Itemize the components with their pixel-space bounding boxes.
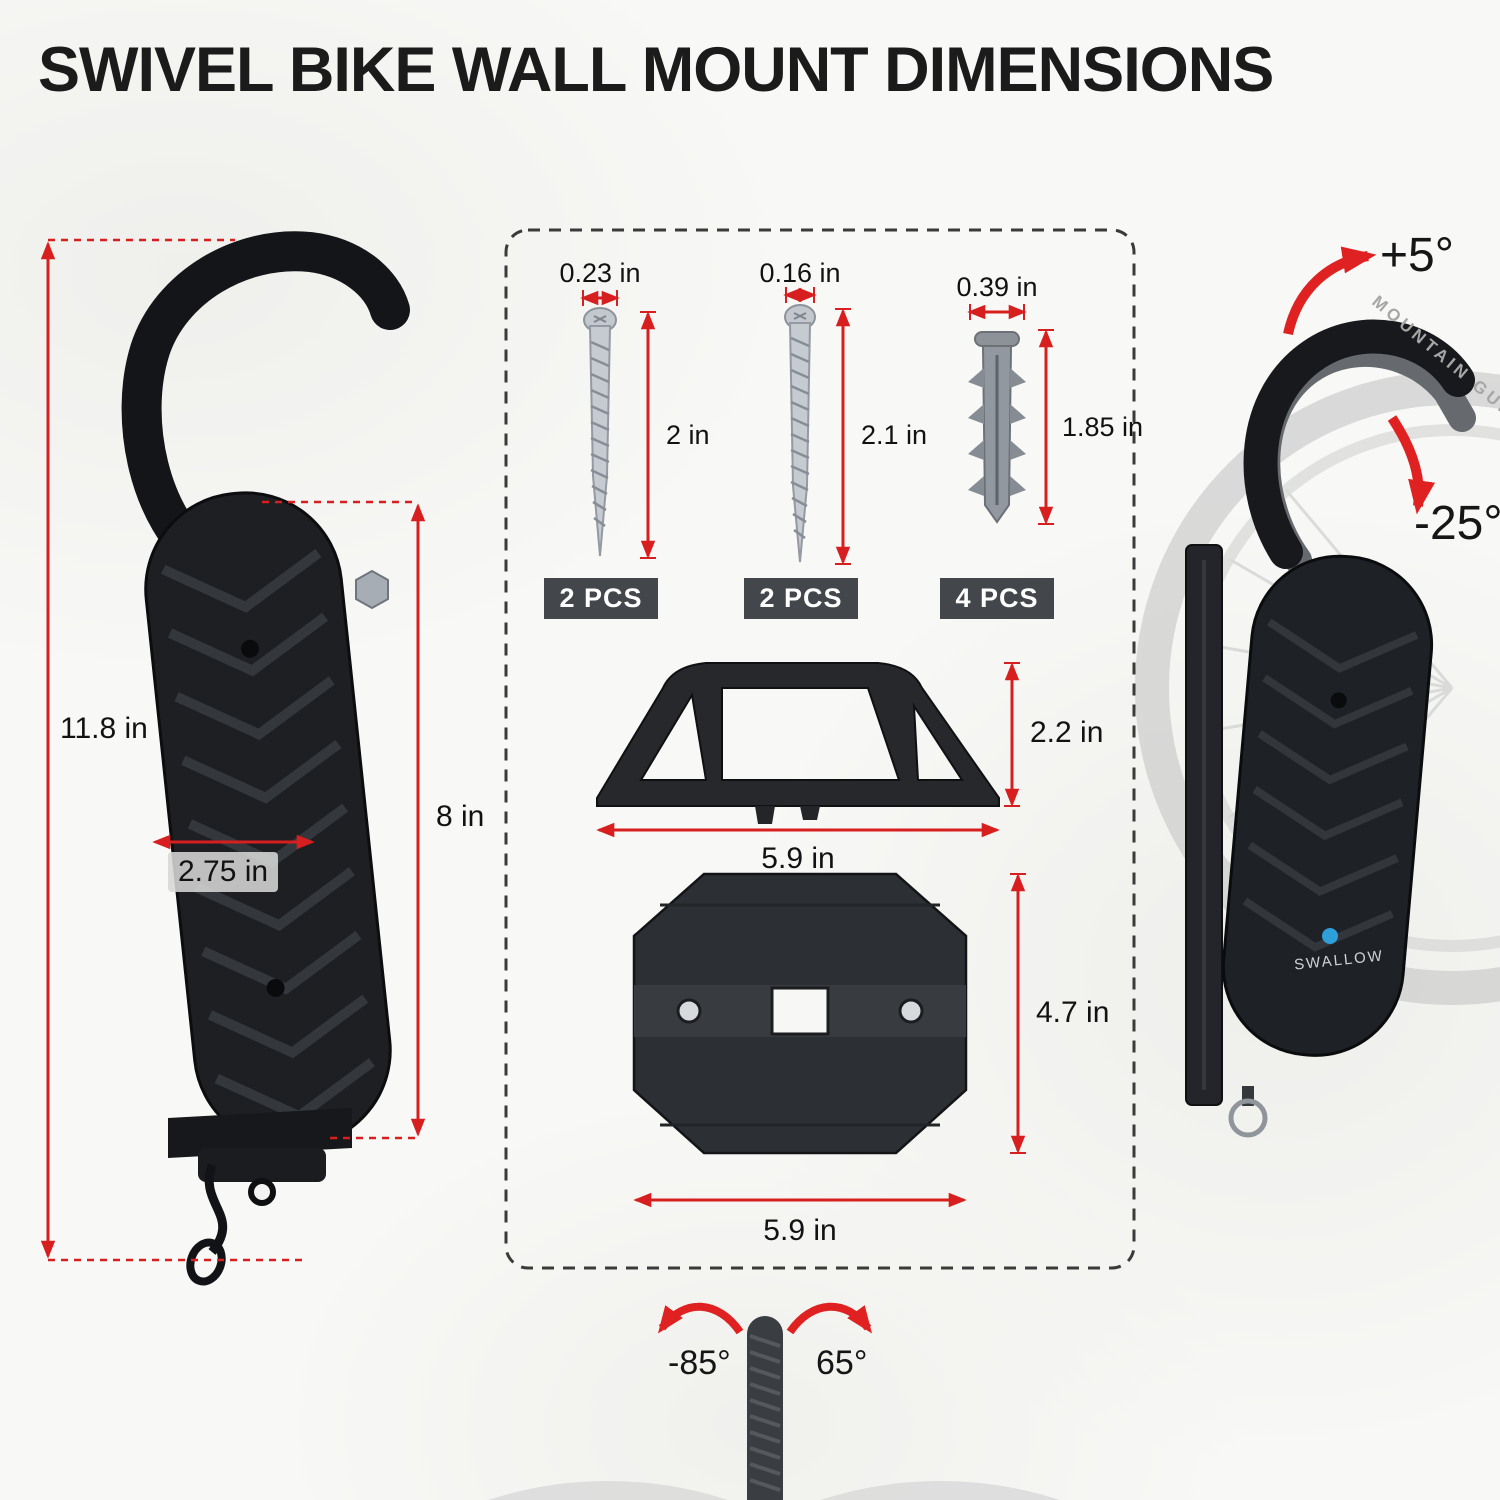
wall-mount-front-view (121, 231, 410, 1286)
screw2-diameter-label: 0.16 in (759, 258, 841, 288)
dim-body-width-label: 2.75 in (168, 852, 279, 892)
wall-anchor-graphic (967, 304, 1054, 525)
bottom-wheels (488, 1481, 1060, 1500)
swivel-down-angle-label: -25° (1414, 497, 1500, 550)
swivel-bracket-graphic (596, 662, 1020, 838)
hardware-box-border (504, 228, 1136, 1270)
screw2-graphic (783, 287, 851, 565)
plate-height-label: 4.7 in (1036, 996, 1110, 1029)
anchor-qty-badge: 4 PCS (940, 578, 1054, 619)
left-dimensions (40, 238, 426, 1262)
rotation-right-angle-label: 65° (816, 1344, 868, 1382)
bracket-width-label: 5.9 in (761, 842, 835, 875)
screw1-diameter-label: 0.23 in (559, 258, 641, 288)
bracket-height-label: 2.2 in (1030, 716, 1104, 749)
anchor-diameter-label: 0.39 in (956, 272, 1038, 302)
page-title: SWIVEL BIKE WALL MOUNT DIMENSIONS (38, 35, 1274, 105)
swivel-down-arrow (1387, 415, 1436, 515)
dim-body-height-label: 8 in (436, 800, 485, 833)
screw1-graphic (580, 290, 656, 559)
plate-width-label: 5.9 in (763, 1214, 837, 1247)
tire-front (747, 1316, 783, 1500)
wall-mount-side-view (1185, 319, 1476, 1138)
screw2-length-label: 2.1 in (861, 420, 928, 450)
bolt-icon (355, 569, 389, 610)
anchor-length-label: 1.85 in (1062, 412, 1144, 442)
swivel-up-angle-label: +5° (1380, 229, 1454, 282)
dim-total-height-label: 11.8 in (60, 712, 148, 745)
swivel-up-arrow (1283, 246, 1377, 336)
wall-plate-graphic (632, 872, 1026, 1208)
rotation-arrows (657, 1302, 873, 1335)
brand-logo-icon (1322, 928, 1338, 944)
screw1-qty-badge: 2 PCS (544, 578, 658, 619)
rotation-left-angle-label: -85° (668, 1344, 731, 1382)
screw1-length-label: 2 in (666, 420, 710, 450)
screw2-qty-badge: 2 PCS (744, 578, 858, 619)
